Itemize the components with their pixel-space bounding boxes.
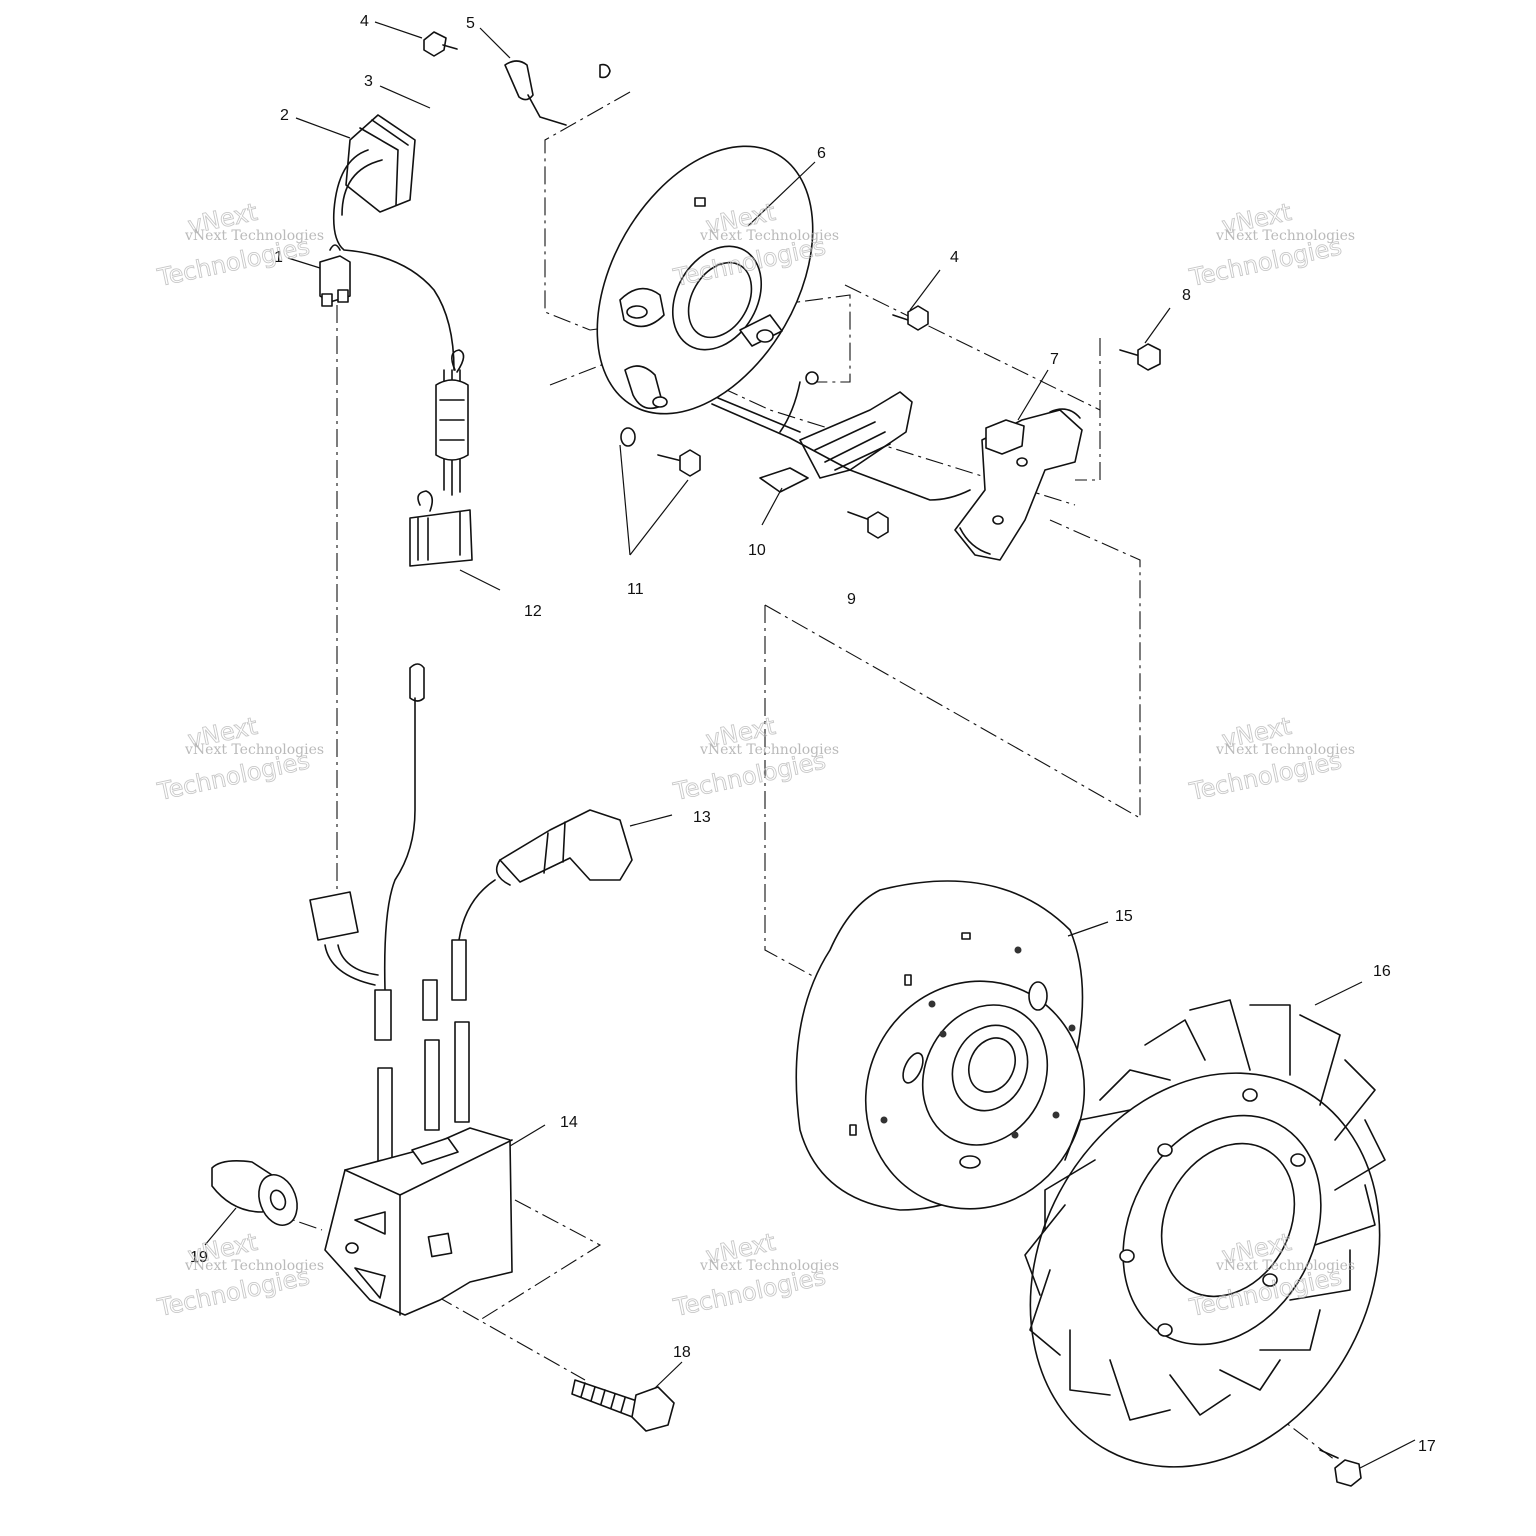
callout-7: 7 [1050, 351, 1059, 368]
watermark: vNext vNext Technologies Technologies [154, 711, 324, 806]
svg-text:vNext Technologies: vNext Technologies [184, 1258, 324, 1274]
coil-leads [377, 939, 470, 1169]
callout-15: 15 [1115, 908, 1133, 925]
callout-numbers: 4 5 3 2 1 6 4 8 7 10 11 9 12 13 15 16 14… [190, 13, 1436, 1455]
callout-2: 2 [280, 107, 289, 124]
screw-8 [1119, 343, 1161, 371]
callout-1: 1 [274, 249, 283, 266]
callout-5: 5 [466, 15, 475, 32]
screw-11 [620, 427, 701, 477]
screw-4-mid [892, 305, 929, 331]
callout-18: 18 [673, 1344, 691, 1361]
callout-14: 14 [560, 1114, 578, 1131]
watermark: vNext vNext Technologies Technologies [1186, 197, 1355, 292]
watermark: vNext vNext Technologies Technologies [154, 197, 324, 292]
callout-4-top: 4 [360, 13, 369, 30]
svg-text:vNext Technologies: vNext Technologies [184, 228, 324, 244]
screw-9 [847, 511, 889, 539]
callout-3: 3 [364, 73, 373, 90]
ignition-coil-14 [324, 1127, 513, 1316]
bolt-18 [571, 1379, 675, 1432]
connector-1 [319, 244, 351, 307]
callout-17: 17 [1418, 1438, 1436, 1455]
callout-13: 13 [693, 809, 711, 826]
svg-text:vNext Technologies: vNext Technologies [699, 1258, 839, 1274]
harness-lower [409, 349, 473, 567]
cooling-fan-16 [1024, 999, 1386, 1468]
svg-text:vNext Technologies: vNext Technologies [184, 742, 324, 758]
watermark: vNext vNext Technologies Technologies [670, 711, 839, 806]
kill-wire [309, 663, 425, 1041]
callout-4-mid: 4 [950, 249, 959, 266]
callout-11: 11 [627, 581, 644, 598]
bushing-19 [211, 1160, 298, 1226]
svg-text:vNext Technologies: vNext Technologies [1215, 228, 1355, 244]
svg-text:vNext Technologies: vNext Technologies [1215, 1258, 1355, 1274]
callout-12: 12 [524, 603, 542, 620]
pickup-coil-7 [954, 408, 1083, 561]
watermark: vNext vNext Technologies Technologies [670, 1227, 839, 1322]
leader-lines [204, 21, 1416, 1469]
regulator-2 [332, 114, 455, 371]
stator-plate-6 [596, 145, 814, 415]
spark-cap-13 [458, 809, 633, 941]
callout-6: 6 [817, 145, 826, 162]
wire-harness-upper [417, 56, 611, 143]
stator-coil [711, 371, 971, 501]
svg-text:vNext Technologies: vNext Technologies [699, 742, 839, 758]
callout-10: 10 [748, 542, 766, 559]
fan-blades [1024, 999, 1386, 1421]
watermark: vNext vNext Technologies Technologies [154, 1227, 324, 1322]
flywheel-15 [795, 880, 1086, 1211]
callout-16: 16 [1373, 963, 1391, 980]
svg-text:vNext Technologies: vNext Technologies [699, 228, 839, 244]
callout-9: 9 [847, 591, 856, 608]
callout-8: 8 [1182, 287, 1191, 304]
callout-19: 19 [190, 1249, 208, 1266]
screw-17 [1319, 1449, 1362, 1487]
svg-text:vNext Technologies: vNext Technologies [1215, 742, 1355, 758]
screw-4-top [423, 31, 458, 57]
watermark: vNext vNext Technologies Technologies [1186, 711, 1355, 806]
